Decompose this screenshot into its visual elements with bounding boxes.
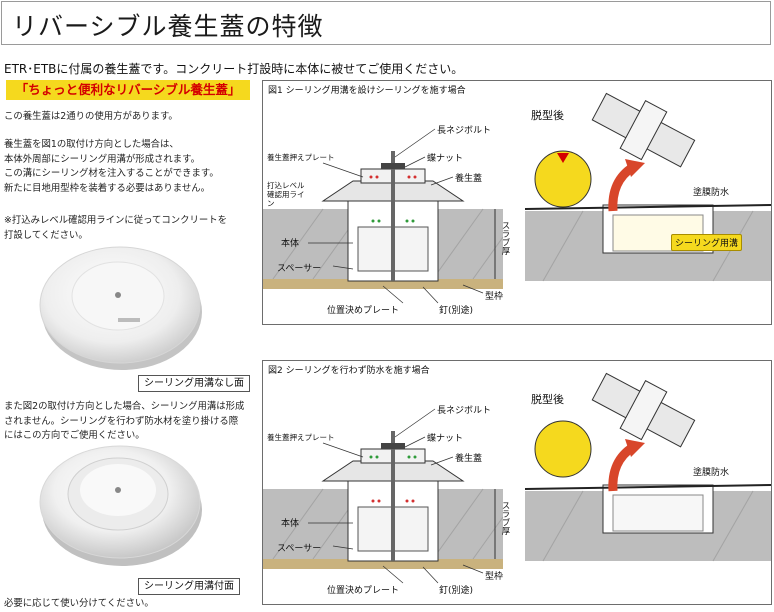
label-bolt: 長ネジボルト — [437, 406, 492, 416]
label-slab: スラブ厚 — [500, 501, 510, 535]
label-removed: 脱型後 — [531, 393, 564, 406]
note-level-line: ※打込みレベル確認用ラインに従ってコンクリートを打設してください。 — [4, 215, 228, 241]
figure-1-drawing — [263, 92, 771, 304]
cover-photo-groove — [39, 445, 202, 566]
label-bolt: 長ネジボルト — [437, 126, 492, 136]
figure-2-drawing — [263, 372, 771, 584]
paragraph-fig2: また図2の取付け方向とした場合、シーリング用溝は形成されません。シーリングを行わ… — [4, 401, 245, 441]
label-spacer: スペーサー — [277, 544, 322, 554]
paragraph-fig1: 養生蓋を図1の取付け方向とした場合は、本体外周部にシーリング用溝が形成されます。… — [4, 139, 219, 194]
figure-1: 図1 シーリング用溝を設けシーリングを施す場合 長ネジボルト 蝶ナット 養生蓋 … — [262, 80, 772, 325]
label-level: 打込レベル確認用ライン — [267, 181, 305, 208]
page-title: リバーシブル養生蓋の特徴 — [12, 12, 324, 41]
label-posplate: 位置決めプレート — [327, 586, 400, 596]
label-nail: 釘(別途) — [439, 586, 474, 596]
groove-badge: シーリング用溝 — [671, 234, 743, 251]
figure-2-title: 図2 シーリングを行わず防水を施す場合 — [268, 366, 430, 376]
label-cover: 養生蓋 — [455, 174, 483, 184]
cover-photo-no-groove — [39, 246, 202, 370]
detail-callout — [534, 150, 592, 208]
footer-note: 必要に応じて使い分けてください。 — [4, 598, 154, 609]
label-nut: 蝶ナット — [427, 154, 464, 164]
label-body: 本体 — [281, 519, 300, 529]
label-slab: スラブ厚 — [500, 221, 510, 255]
label-spacer: スペーサー — [277, 264, 322, 274]
title-bar: リバーシブル養生蓋の特徴 — [1, 1, 771, 45]
intro-text: ETR･ETBに付属の養生蓋です。コンクリート打設時に本体に被せてご使用ください… — [4, 62, 464, 76]
label-plate: 養生蓋押えプレート — [267, 433, 335, 442]
label-form: 型枠 — [485, 292, 504, 302]
label-nut: 蝶ナット — [427, 434, 464, 444]
label-coat: 塗膜防水 — [693, 188, 730, 198]
label-body: 本体 — [281, 239, 300, 249]
usage-note: この養生蓋は2通りの使用方があります。 — [4, 111, 178, 122]
figure-2: 図2 シーリングを行わず防水を施す場合 長ネジボルト 蝶ナット 養生蓋 養生蓋押… — [262, 360, 772, 605]
label-form: 型枠 — [485, 572, 504, 582]
lead-banner: 「ちょっと便利なリバーシブル養生蓋」 — [6, 80, 250, 100]
caption-groove: シーリング用溝付面 — [138, 578, 240, 595]
label-cover: 養生蓋 — [455, 454, 483, 464]
label-coat: 塗膜防水 — [693, 468, 730, 478]
label-removed: 脱型後 — [531, 109, 564, 122]
figure-1-title: 図1 シーリング用溝を設けシーリングを施す場合 — [268, 86, 466, 96]
formwork — [263, 279, 503, 289]
label-plate: 養生蓋押えプレート — [267, 153, 335, 162]
caption-no-groove: シーリング用溝なし面 — [138, 375, 250, 392]
label-posplate: 位置決めプレート — [327, 306, 400, 316]
label-nail: 釘(別途) — [439, 306, 474, 316]
